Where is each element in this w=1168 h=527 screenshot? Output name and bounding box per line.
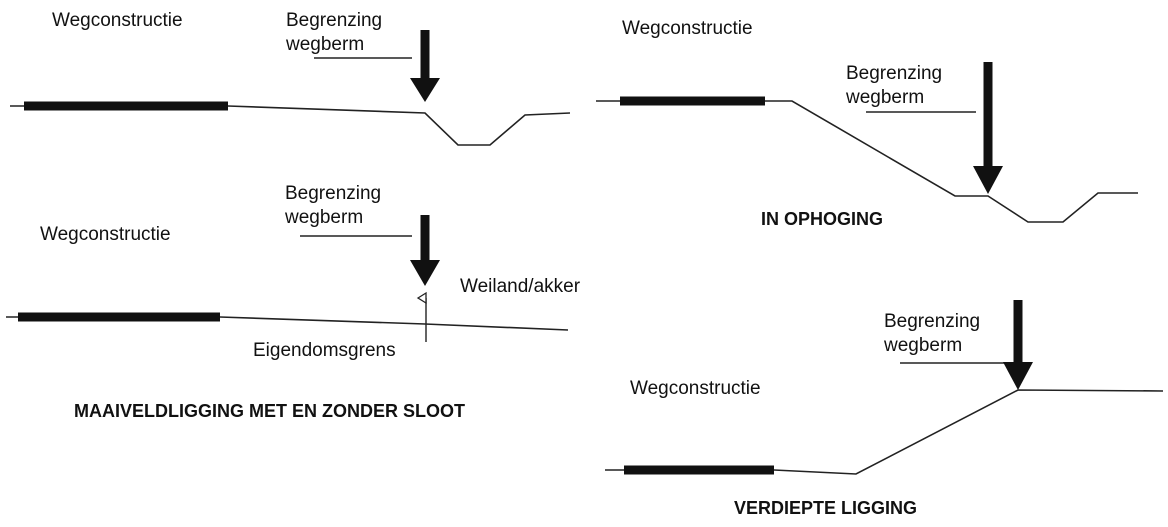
boundary-arrow-head	[973, 166, 1003, 194]
boundary-arrow-head	[410, 78, 440, 102]
road-construction-label: Wegconstructie	[622, 18, 753, 39]
boundary-arrow-head	[410, 260, 440, 286]
property-boundary-label: Eigendomsgrens	[253, 340, 396, 361]
verge-boundary-label-line2: wegberm	[845, 87, 924, 108]
embankment-caption: IN OPHOGING	[761, 209, 883, 229]
cutting-ground-profile	[605, 389, 1164, 475]
verge-boundary-label-line1: Begrenzing	[884, 311, 980, 332]
road-construction-label: Wegconstructie	[52, 10, 183, 31]
road-construction-label: Wegconstructie	[630, 378, 761, 399]
verge-boundary-label-line2: wegberm	[883, 335, 962, 356]
panel-grade-without-ditch: Wegconstructie Begrenzing wegberm Weilan…	[6, 183, 581, 361]
panel-cutting: Begrenzing wegberm Wegconstructie VERDIE…	[605, 300, 1164, 518]
panel-grade-with-ditch: Wegconstructie Begrenzing wegberm	[10, 10, 571, 146]
field-label: Weiland/akker	[460, 276, 581, 297]
verge-boundary-label-line1: Begrenzing	[846, 63, 942, 84]
embankment-ground-profile	[596, 100, 1138, 223]
property-boundary-flag-icon	[416, 291, 427, 305]
panel-embankment: Wegconstructie Begrenzing wegberm IN OPH…	[596, 18, 1138, 229]
left-caption: MAAIVELDLIGGING MET EN ZONDER SLOOT	[74, 401, 465, 421]
verge-boundary-label-line1: Begrenzing	[286, 10, 382, 31]
verge-boundary-label-line2: wegberm	[284, 207, 363, 228]
boundary-arrow-head	[1003, 362, 1033, 390]
verge-boundary-label-line2: wegberm	[285, 34, 364, 55]
cutting-caption: VERDIEPTE LIGGING	[734, 498, 917, 518]
road-construction-label: Wegconstructie	[40, 224, 171, 245]
ground-profile-with-ditch	[10, 105, 571, 146]
verge-boundary-label-line1: Begrenzing	[285, 183, 381, 204]
